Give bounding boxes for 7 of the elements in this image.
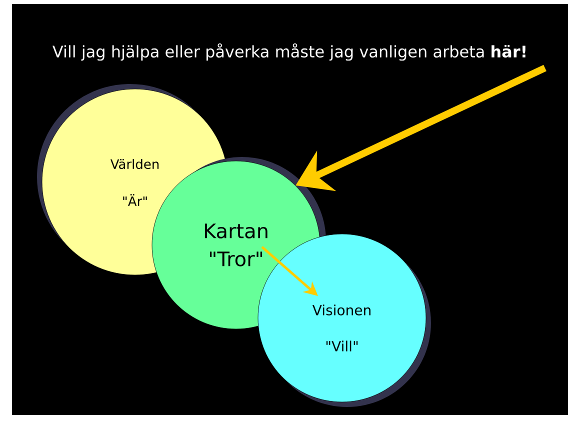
- circle-label: Visionen: [312, 304, 370, 316]
- circle-label: "Tror": [210, 252, 262, 266]
- circle-label: Världen: [110, 158, 159, 170]
- circle-label: "Är": [123, 194, 147, 206]
- circle-label: "Vill": [326, 340, 358, 352]
- circle-label: Kartan: [204, 224, 268, 238]
- title: Vill jag hjälpa eller påverka måste jag vanligen arbeta här!: [52, 43, 526, 61]
